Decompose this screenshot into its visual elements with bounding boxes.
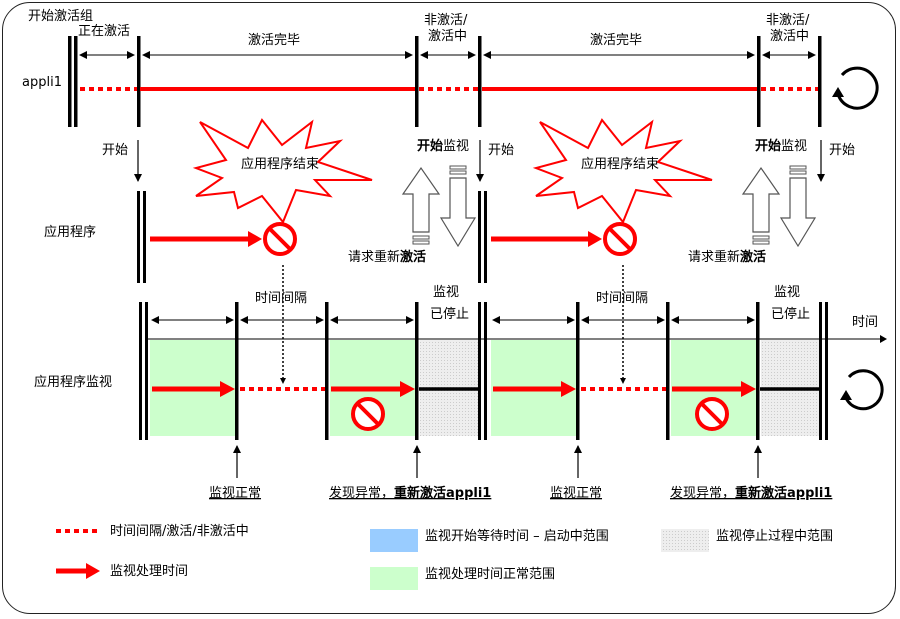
monitor-row-label: 应用程序监视: [34, 374, 112, 390]
legend-green-label: 监视处理时间正常范围: [425, 567, 555, 582]
stopped-label-1a: 监视: [433, 285, 459, 300]
end-bar: [818, 36, 822, 127]
app-start-bar-1a: [137, 191, 140, 283]
restart-request-label-2: 请求重新激活: [688, 249, 766, 265]
app-end-burst-1: 应用程序结束: [192, 118, 373, 224]
result-anomaly-1: 发现异常，重新激活appli1: [329, 485, 491, 501]
burst-label-2: 应用程序结束: [581, 156, 659, 172]
start-label-2: 开始: [488, 143, 514, 158]
group-start-bar-b: [74, 36, 78, 127]
start-label-3: 开始: [829, 143, 855, 158]
restart-request-arrows-1: [401, 165, 477, 248]
monitor-end-bar-a: [819, 302, 822, 440]
result-normal-1: 监视正常: [209, 486, 261, 501]
check-bar-1: [235, 302, 239, 440]
repeat-icon: [832, 66, 879, 110]
monitor-start-bar-a: [139, 302, 142, 440]
restart-request-arrows-2: [741, 165, 817, 248]
stopped-label-1b: 已停止: [430, 306, 469, 322]
monitor-end-bar-b: [825, 302, 828, 440]
start-label-1: 开始: [102, 143, 128, 158]
activated-bar-1: [137, 36, 141, 127]
app-end-burst-2: 应用程序结束: [532, 118, 713, 224]
group-start-label: 开始激活组: [28, 9, 93, 24]
activated-label-2: 激活完毕: [590, 33, 642, 48]
monitor-row: 时间 应用程序监视 时间间隔 时间间隔 监视 已停止 监视 已停止: [34, 285, 887, 501]
check-bar-4: [576, 302, 580, 440]
check-bar-2: [325, 302, 329, 440]
app-start-bar-2b: [484, 191, 487, 283]
activated-bar-2: [478, 36, 482, 127]
legend-gray-swatch: [661, 529, 709, 552]
result-anomaly-2: 发现异常，重新激活appli1: [670, 485, 832, 501]
restart-request-label-1: 请求重新激活: [348, 249, 426, 265]
deactivating-label-1b: 激活中: [428, 29, 467, 44]
monitor-restart-bar-a: [478, 302, 481, 440]
stop-icon: [263, 222, 297, 256]
activated-label-1: 激活完毕: [248, 33, 300, 48]
legend: 时间间隔/激活/非激活中 监视处理时间 监视开始等待时间 – 启动中范围 监视处…: [56, 524, 833, 590]
stop-icon: [603, 222, 637, 256]
legend-blue-swatch: [370, 529, 418, 552]
deactivating-label-2a: 非激活/: [766, 13, 810, 28]
start-monitor-label-2: 开始监视: [755, 138, 807, 154]
start-monitor-label-1: 开始监视: [417, 138, 469, 154]
check-bar-5: [666, 302, 670, 440]
stopped-label-2b: 已停止: [771, 306, 810, 322]
burst-label-1: 应用程序结束: [241, 156, 319, 172]
check-bar-3: [415, 302, 419, 440]
result-normal-2: 监视正常: [550, 486, 602, 501]
monitor-restart-bar-b: [484, 302, 487, 440]
interval-label-2: 时间间隔: [596, 291, 648, 306]
legend-gray-label: 监视停止过程中范围: [716, 528, 833, 544]
legend-blue-label: 监视开始等待时间 – 启动中范围: [425, 528, 609, 544]
monitor-start-bar-b: [145, 302, 148, 440]
app-start-bar-2a: [478, 191, 481, 283]
legend-arrow-label: 监视处理时间: [110, 564, 188, 579]
deactivating-label-1a: 非激活/: [424, 13, 468, 28]
time-axis-label: 时间: [852, 315, 878, 330]
application-label: 应用程序: [44, 224, 96, 240]
check-bar-6: [756, 302, 760, 440]
appli1-row: 开始激活组 正在激活 appli1 激活完毕 激活完毕 非激活/ 激活中 非激活…: [22, 9, 879, 127]
stop-icon: [351, 397, 385, 431]
deactivate-bar-1: [415, 36, 419, 127]
application-row: 开始 开始监视 开始 开始监视 开始 应用程序 应用程序结束: [44, 118, 855, 384]
deactivating-label-2b: 激活中: [770, 29, 809, 44]
deactivate-bar-2: [757, 36, 761, 127]
appli1-label: appli1: [22, 75, 62, 90]
stop-icon: [695, 397, 729, 431]
repeat-icon: [840, 369, 884, 411]
legend-green-swatch: [370, 567, 418, 590]
legend-dotted-label: 时间间隔/激活/非激活中: [110, 524, 249, 539]
interval-label-1: 时间间隔: [255, 291, 307, 306]
app-start-bar-1b: [143, 191, 146, 283]
stopped-label-2a: 监视: [774, 285, 800, 300]
group-start-bar-a: [68, 36, 72, 127]
activating-label: 正在激活: [78, 24, 130, 39]
